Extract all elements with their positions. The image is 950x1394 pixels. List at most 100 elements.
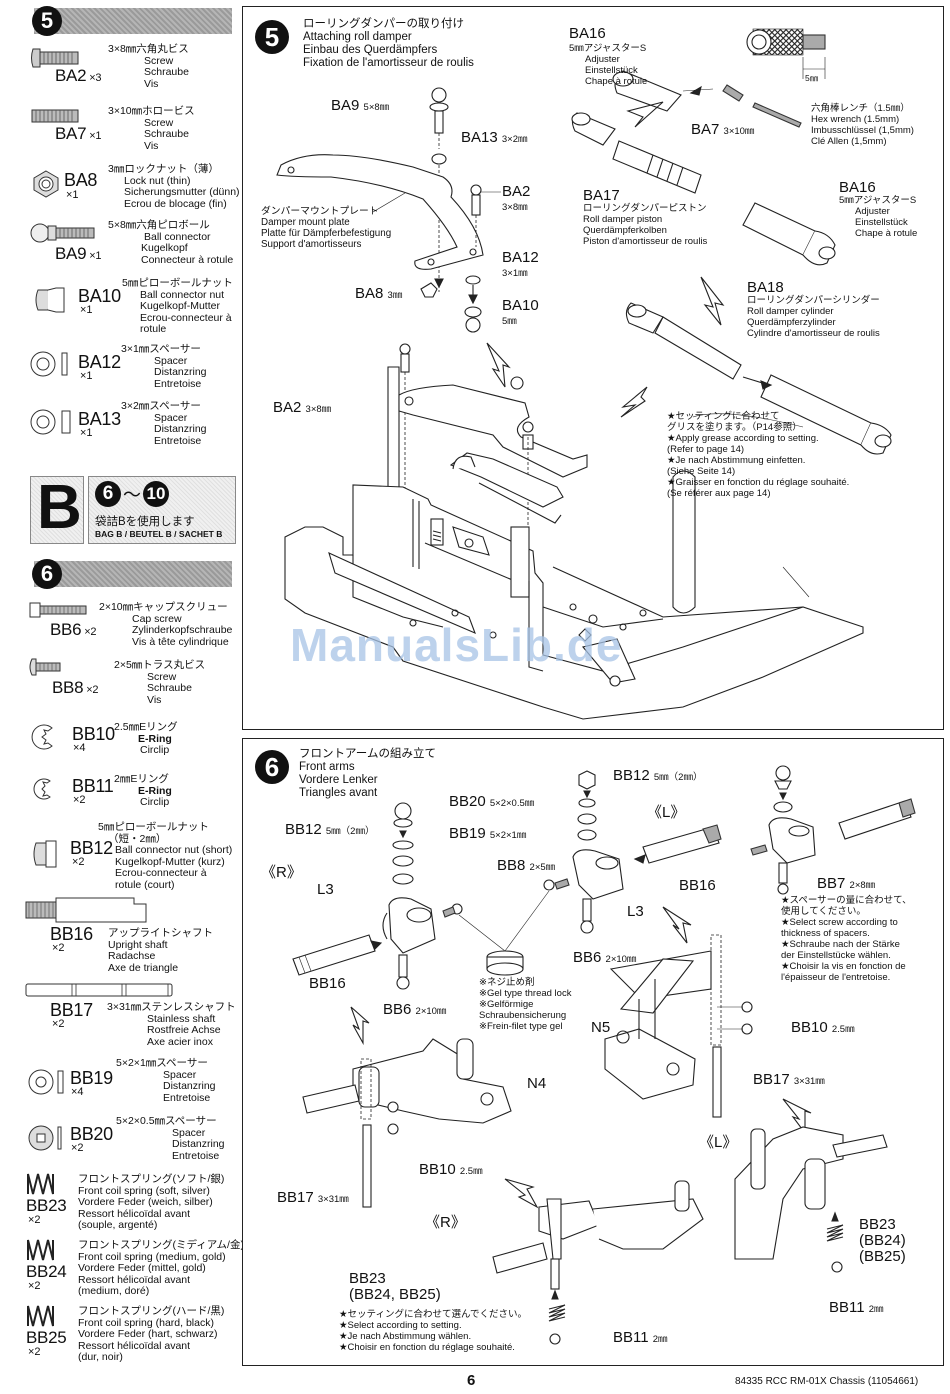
part-name-fr: Entretoise (154, 434, 202, 447)
label-ba13: BA13 3×2㎜ (461, 129, 528, 146)
part-name-fr: Vis (144, 77, 159, 90)
part-qty: ×1 (89, 250, 102, 262)
part-code: BB17 (50, 1000, 93, 1020)
part-name-fr: Entretoise (172, 1149, 220, 1162)
step6-title-jp: フロントアームの組み立て (299, 748, 436, 760)
part-name-jp: 5×2×1㎜スペーサー (116, 1057, 208, 1069)
part-name-en: Lock nut (thin) (124, 174, 191, 187)
step6-title-fr: Triangles avant (299, 787, 378, 799)
label-n4: N4 (527, 1075, 547, 1092)
damper-mount-plate-caption: ダンパーマウントプレート Damper mount plate Platte f… (261, 206, 392, 250)
part-name-de: Circlip (140, 744, 170, 756)
part-qty: ×1 (66, 189, 79, 201)
step5-parts-number: 5 (32, 6, 62, 36)
bag-instruction-jp: 袋詰Bを使用します (95, 516, 195, 528)
part-name-de: Kugelkopf-Mutter (kurz) (115, 855, 225, 868)
part-name-fr: Vis (147, 693, 162, 706)
label-bb11-r: BB11 2㎜ (613, 1329, 668, 1346)
part-name-en: Screw (144, 116, 174, 129)
part-code: BA7 (55, 124, 87, 143)
part-name-de: Distanzring (154, 366, 207, 378)
upright-shaft-icon (25, 897, 147, 923)
part-name-en: E-Ring (138, 784, 172, 797)
label-bb23-l: BB23 (BB24) (BB25) (859, 1216, 906, 1265)
part-code: BB23 (26, 1196, 67, 1215)
part-qty: ×2 (28, 1214, 41, 1226)
label-bb17-r: BB17 3×31㎜ (277, 1189, 349, 1206)
part-name-jp: 3×2㎜スペーサー (121, 400, 201, 412)
part-qty: ×3 (89, 72, 102, 84)
label-bb19: BB19 5×2×1㎜ (449, 825, 527, 842)
part-name-fr: Ressort hélicoïdal avant (78, 1273, 191, 1286)
label-bb6-l: BB6 2×10㎜ (573, 949, 637, 966)
ball-nut-short-icon (33, 840, 57, 868)
part-name-de: Distanzring (163, 1080, 216, 1092)
part-name-en: Cap screw (132, 612, 182, 625)
label-ba7: BA7 3×10㎜ (691, 121, 755, 138)
part-name-jp: 2㎜Eリング (114, 773, 169, 785)
part-name-jp: 3㎜ロックナット（薄） (108, 163, 219, 175)
marker-right-side: 《R》 (261, 864, 302, 881)
ba16-mid-caption: 5㎜アジャスターS Adjuster Einstellstück Chape à… (839, 195, 918, 239)
part-name-jp: 2.5㎜Eリング (114, 721, 178, 733)
part-name-jp: 5㎜ピローボールナット (122, 277, 233, 289)
part-name-en: Spacer (163, 1068, 197, 1081)
label-l3-r: L3 (317, 881, 334, 898)
part-name-de: Zylinderkopfschraube (132, 624, 233, 636)
part-name-de: Sicherungsmutter (dünn) (124, 186, 240, 198)
part-name-en: Spacer (154, 354, 188, 367)
part-qty: ×1 (80, 304, 93, 316)
bag-letter: B (37, 473, 82, 542)
stainless-shaft-icon (25, 983, 173, 997)
step6-number: 6 (255, 750, 289, 784)
part-name-de: Kugelkopf-Mutter (140, 300, 220, 312)
button-head-screw-icon (31, 48, 79, 68)
part-code: BB10 (72, 724, 115, 744)
part-code: BB25 (26, 1328, 67, 1347)
e-ring-icon (33, 778, 51, 800)
part-qty: ×2 (28, 1280, 41, 1292)
ball-connector-icon (30, 223, 95, 243)
spacer-icon (30, 351, 68, 377)
bag-instruction-multilang: BAG B / BEUTEL B / SACHET B (95, 529, 223, 539)
part-code: BB20 (70, 1124, 113, 1144)
label-ba16-top: BA16 (569, 25, 606, 42)
label-n5: N5 (591, 1019, 611, 1036)
part-name-en: E-Ring (138, 732, 172, 745)
label-bb10-l: BB10 2.5㎜ (791, 1019, 855, 1036)
label-bb8: BB8 2×5㎜ (497, 857, 556, 874)
truss-screw-icon (29, 658, 61, 676)
roll-damper-assembly-illustration (276, 28, 892, 720)
part-name-en: Front coil spring (hard, black) (78, 1316, 214, 1329)
part-name-en: Upright shaft (108, 938, 168, 951)
part-name-de: Radachse (108, 950, 156, 962)
bag-letter-box: B (30, 473, 84, 544)
label-l3-l: L3 (627, 903, 644, 920)
part-name-fr: Vis à tête cylindrique (132, 635, 229, 648)
part-name-fr: Connecteur à rotule (141, 253, 234, 266)
part-name-en: Screw (144, 54, 174, 67)
part-name-fr: Ecrou-connecteur à (115, 867, 207, 879)
spacer-screw-note: ★スペーサーの量に合わせて、 使用してください。 ★Select screw a… (781, 895, 912, 983)
step5-parts-header-bar (34, 8, 232, 34)
part-name-en: Ball connector nut (short) (115, 844, 233, 856)
bag-range-start: 6 (95, 481, 121, 507)
coil-spring-icon (27, 1305, 54, 1327)
part-name-jp: 3×8㎜六角丸ビス (108, 43, 189, 55)
label-bb16-l: BB16 (679, 877, 716, 894)
ba18-caption: ローリングダンパーシリンダー Roll damper cylinder Quer… (747, 295, 880, 339)
part-name-fr: Axe acier inox (147, 1035, 213, 1048)
label-ba2-bottom: BA2 3×8㎜ (273, 399, 332, 416)
product-footer: 84335 RCC RM-01X Chassis (11054661) (735, 1376, 919, 1387)
label-ba8: BA8 3㎜ (355, 285, 403, 302)
part-name-jp: 5×2×0.5㎜スペーサー (116, 1115, 217, 1127)
part-name-de: Schraube (147, 682, 192, 694)
parts-sidebar: 5 BA2×3 3×8㎜六角丸ビス Screw Schraube Vis BA7… (0, 0, 244, 1394)
part-code: BA10 (78, 286, 121, 306)
hex-nut-icon (33, 170, 59, 198)
part-qty: ×4 (71, 1086, 84, 1098)
label-bb12-l: BB12 5㎜（2㎜） (613, 767, 703, 784)
part-qty: ×1 (89, 130, 102, 142)
